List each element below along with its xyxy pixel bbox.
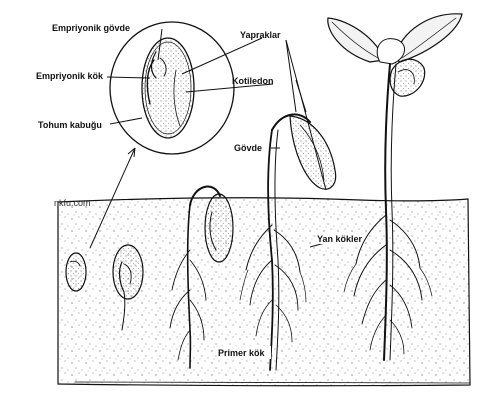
label-primary-root: Primer kök	[217, 346, 271, 359]
label-embryonic-stem-text: Empriyonik gövde	[52, 23, 130, 33]
seed-stage-1	[65, 252, 87, 292]
seed-detail-inset	[109, 21, 235, 155]
label-stem: Gövde	[234, 143, 262, 153]
seed-stage-2	[112, 244, 144, 331]
inset-arrow	[89, 147, 136, 249]
label-lateral-roots: Yan kökler	[316, 232, 363, 244]
label-cotyledon: Kotiledon	[232, 76, 274, 86]
label-stem-text: Gövde	[234, 143, 262, 153]
seedling-stage-4	[239, 113, 337, 371]
label-lateral-roots-text: Yan kökler	[317, 234, 363, 244]
watermark-text: nkfu.com	[54, 198, 91, 208]
label-seed-coat-text: Tohum kabuğu	[38, 120, 102, 130]
label-embryonic-stem: Empriyonik gövde	[52, 23, 130, 33]
label-embryonic-root: Empriyonik kök	[36, 71, 104, 81]
soil-block	[57, 197, 471, 387]
label-leaves: Yapraklar	[240, 30, 281, 40]
seedling-stage-5	[327, 13, 463, 361]
label-embryonic-root-text: Empriyonik kök	[36, 71, 104, 81]
seedling-stage-3	[169, 185, 234, 369]
label-primary-root-text: Primer kök	[218, 348, 266, 358]
label-seed-coat: Tohum kabuğu	[38, 120, 102, 130]
label-cotyledon-text: Kotiledon	[232, 76, 274, 86]
watermark: nkfu.com	[54, 198, 91, 208]
label-leaves-text: Yapraklar	[240, 30, 281, 40]
